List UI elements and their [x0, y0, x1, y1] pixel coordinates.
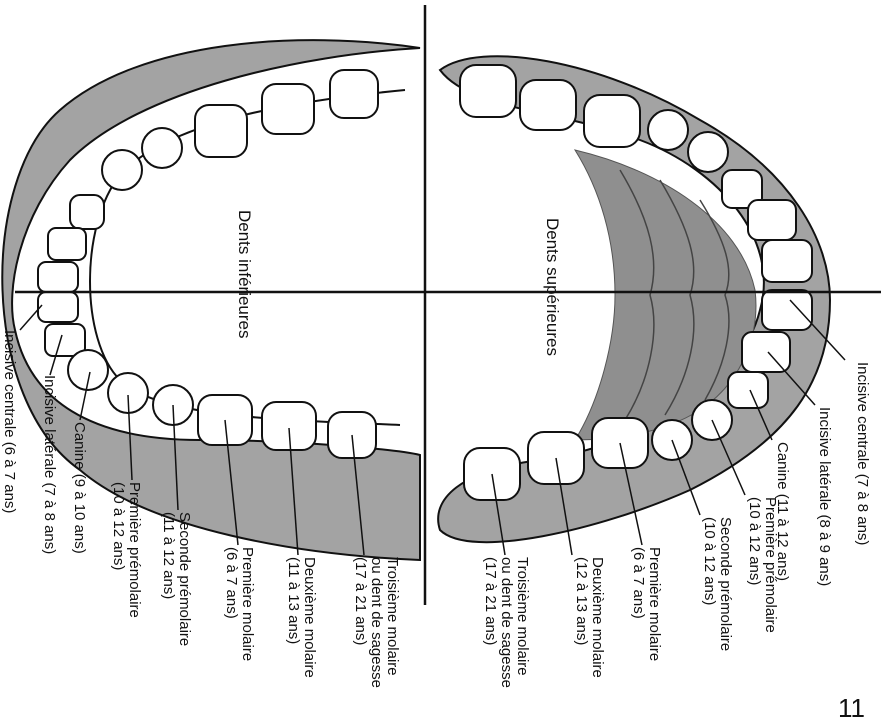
upper-tooth — [584, 95, 640, 147]
upper-label-first-premolar: Première prémolaire (10 à 12 ans) — [746, 497, 778, 633]
upper-label-lateral-incisor: Incisive latérale (8 à 9 ans) — [816, 407, 832, 586]
upper-tooth — [762, 240, 812, 282]
upper-tooth — [648, 110, 688, 150]
upper-label-first-molar: Première molaire (6 à 7 ans) — [630, 547, 662, 661]
upper-tooth — [762, 290, 812, 330]
lower-label-canine: Canine (9 à 10 ans) — [71, 422, 87, 554]
page-number: 11 — [838, 693, 865, 724]
lower-tooth — [48, 228, 86, 260]
lower-label-second-premolar: Seconde prémolaire (11 à 12 ans) — [160, 512, 192, 646]
lower-label-lateral-incisor: Incisive latérale (7 à 8 ans) — [41, 375, 57, 554]
lower-tooth — [102, 150, 142, 190]
upper-label-second-premolar: Seconde prémolaire (10 à 12 ans) — [701, 517, 733, 651]
upper-tooth — [460, 65, 516, 117]
upper-label-third-molar: Troisième molaire ou dent de sagesse (17… — [482, 557, 530, 688]
lower-tooth — [195, 105, 247, 157]
lower-tooth — [330, 70, 378, 118]
lower-teeth-title: Dents inférieures — [236, 210, 252, 339]
lower-label-central-incisor: Incisive centrale (6 à 7 ans) — [1, 330, 17, 513]
upper-tooth — [688, 132, 728, 172]
lower-tooth — [142, 128, 182, 168]
upper-tooth — [728, 372, 768, 408]
upper-label-second-molar: Deuxième molaire (12 à 13 ans) — [573, 557, 605, 678]
lower-label-third-molar: Troisième molaire ou dent de sagesse (17… — [352, 557, 400, 688]
upper-teeth-title: Dents supérieures — [544, 218, 560, 356]
lower-tooth — [38, 262, 78, 292]
lower-tooth — [38, 292, 78, 322]
upper-tooth — [742, 332, 790, 372]
upper-tooth — [748, 200, 796, 240]
lower-tooth — [262, 84, 314, 134]
upper-label-central-incisor: Incisive centrale (7 à 8 ans) — [854, 362, 870, 545]
upper-tooth — [520, 80, 576, 130]
lower-label-first-premolar: Première prémolaire (10 à 12 ans) — [110, 482, 142, 618]
lower-tooth — [262, 402, 316, 450]
lower-label-second-molar: Deuxième molaire (11 à 13 ans) — [285, 557, 317, 678]
lower-tooth — [70, 195, 104, 229]
lower-label-first-molar: Première molaire (6 à 7 ans) — [223, 547, 255, 661]
